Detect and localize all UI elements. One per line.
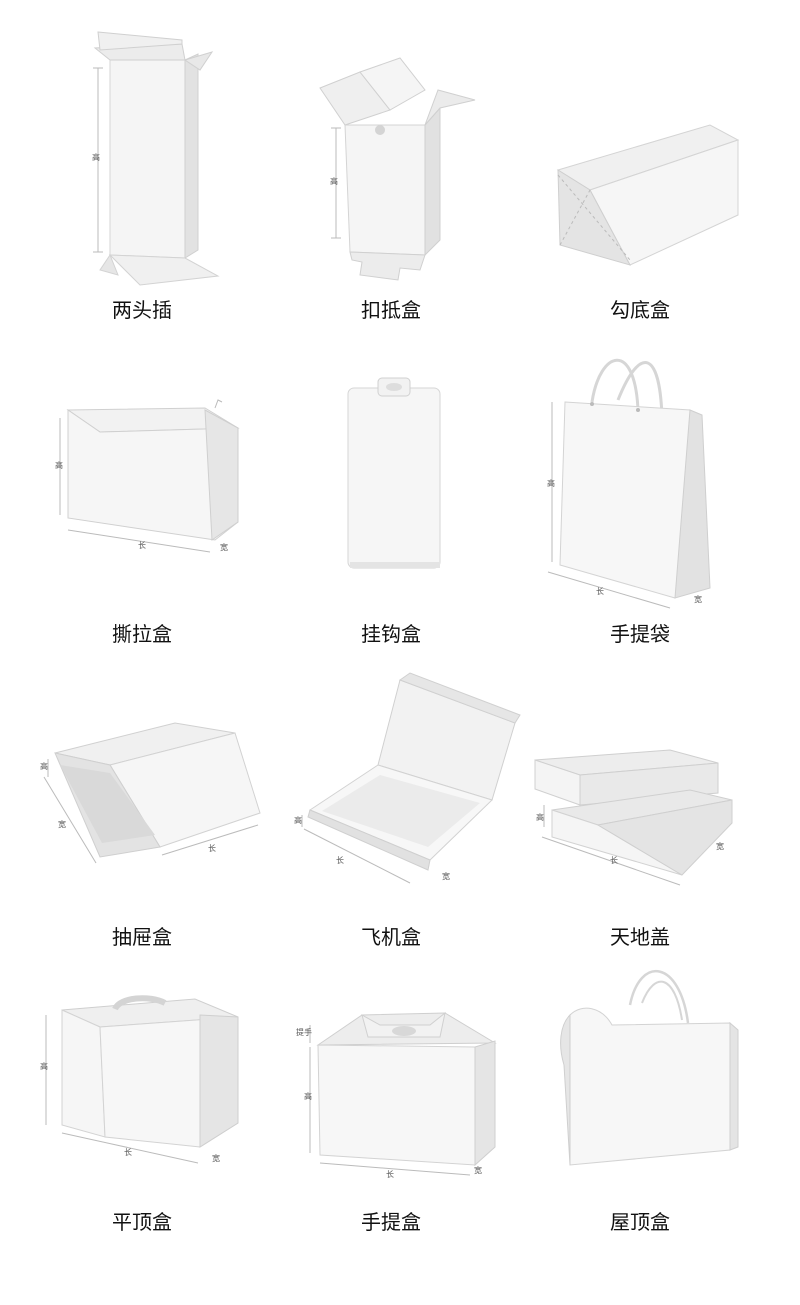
tear-strip-box-image: 高 长 宽 (55, 399, 240, 553)
dim-label: 宽 (212, 1153, 220, 1163)
dim-label: 长 (208, 843, 216, 853)
dim-label: 高 (40, 1061, 48, 1071)
box-caption: 挂钩盒 (361, 622, 421, 646)
dim-label: 宽 (474, 1165, 482, 1175)
box-item-tear-strip: 高 长 宽 撕拉盒 (0, 340, 270, 660)
dim-label: 长 (124, 1147, 132, 1157)
box-caption: 扣抵盒 (361, 298, 421, 322)
box-item-mailer: 高 长 宽 飞机盒 (270, 665, 530, 965)
box-caption: 天地盖 (610, 925, 670, 949)
dim-label: 高 (55, 460, 63, 470)
box-caption: 两头插 (112, 298, 172, 322)
carry-box-image: 提手 高 长 宽 (296, 1011, 497, 1179)
dim-label: 宽 (694, 594, 702, 604)
handbag-box-image: 高 长 宽 (547, 358, 711, 609)
dim-label: 高 (330, 176, 338, 186)
box-item-crash-lock-bottom: 勾底盒 (530, 0, 800, 330)
lid-base-box-image: 高 长 宽 (534, 749, 733, 886)
box-caption: 抽屉盒 (112, 925, 172, 949)
box-caption: 飞机盒 (361, 925, 421, 949)
box-caption: 勾底盒 (610, 298, 670, 322)
box-item-handbag: 高 长 宽 手提袋 (530, 340, 800, 660)
dim-label: 长 (138, 540, 146, 550)
box-item-drawer: 高 宽 长 抽屉盒 (0, 665, 270, 965)
roof-box-image (560, 969, 739, 1166)
dim-label: 长 (596, 586, 604, 596)
dim-label: 长 (386, 1169, 394, 1179)
dim-label: 高 (40, 761, 48, 771)
dim-label: 宽 (220, 542, 228, 552)
dim-label: 高 (92, 152, 100, 162)
dim-label: 长 (610, 855, 618, 865)
dim-label: 高 (304, 1091, 312, 1101)
box-item-lid-base: 高 长 宽 天地盖 (530, 665, 800, 965)
box-item-flat-top: 高 长 宽 平顶盒 (0, 975, 270, 1275)
box-caption: 屋顶盒 (610, 1210, 670, 1234)
mailer-box-image: 高 长 宽 (294, 672, 521, 884)
box-caption: 撕拉盒 (112, 622, 172, 646)
dim-label: 宽 (716, 841, 724, 851)
dim-label: 高 (294, 815, 302, 825)
hanger-box-image (347, 377, 441, 569)
box-caption: 手提袋 (610, 622, 670, 646)
dim-label: 高 (547, 478, 555, 488)
dim-label: 高 (536, 812, 544, 822)
box-item-two-end-tuck: 高 两头插 (0, 0, 270, 330)
box-item-hanger: 挂钩盒 (270, 340, 530, 660)
flat-top-box-image: 高 长 宽 (40, 995, 239, 1164)
snap-lock-box-image: 高 (319, 57, 476, 281)
crash-lock-box-image (556, 124, 740, 266)
box-item-roof: 屋顶盒 (530, 969, 800, 1275)
dim-label: 宽 (58, 819, 66, 829)
two-end-tuck-box-image: 高 (92, 31, 220, 286)
box-item-carry: 提手 高 长 宽 手提盒 (270, 975, 530, 1275)
dim-label: 长 (336, 855, 344, 865)
box-caption: 手提盒 (361, 1210, 421, 1234)
box-caption: 平顶盒 (112, 1210, 172, 1234)
dim-label: 宽 (442, 871, 450, 881)
drawer-box-image: 高 宽 长 (40, 722, 261, 864)
box-item-snap-lock: 高 扣抵盒 (270, 0, 530, 330)
dim-label: 提手 (296, 1027, 312, 1037)
